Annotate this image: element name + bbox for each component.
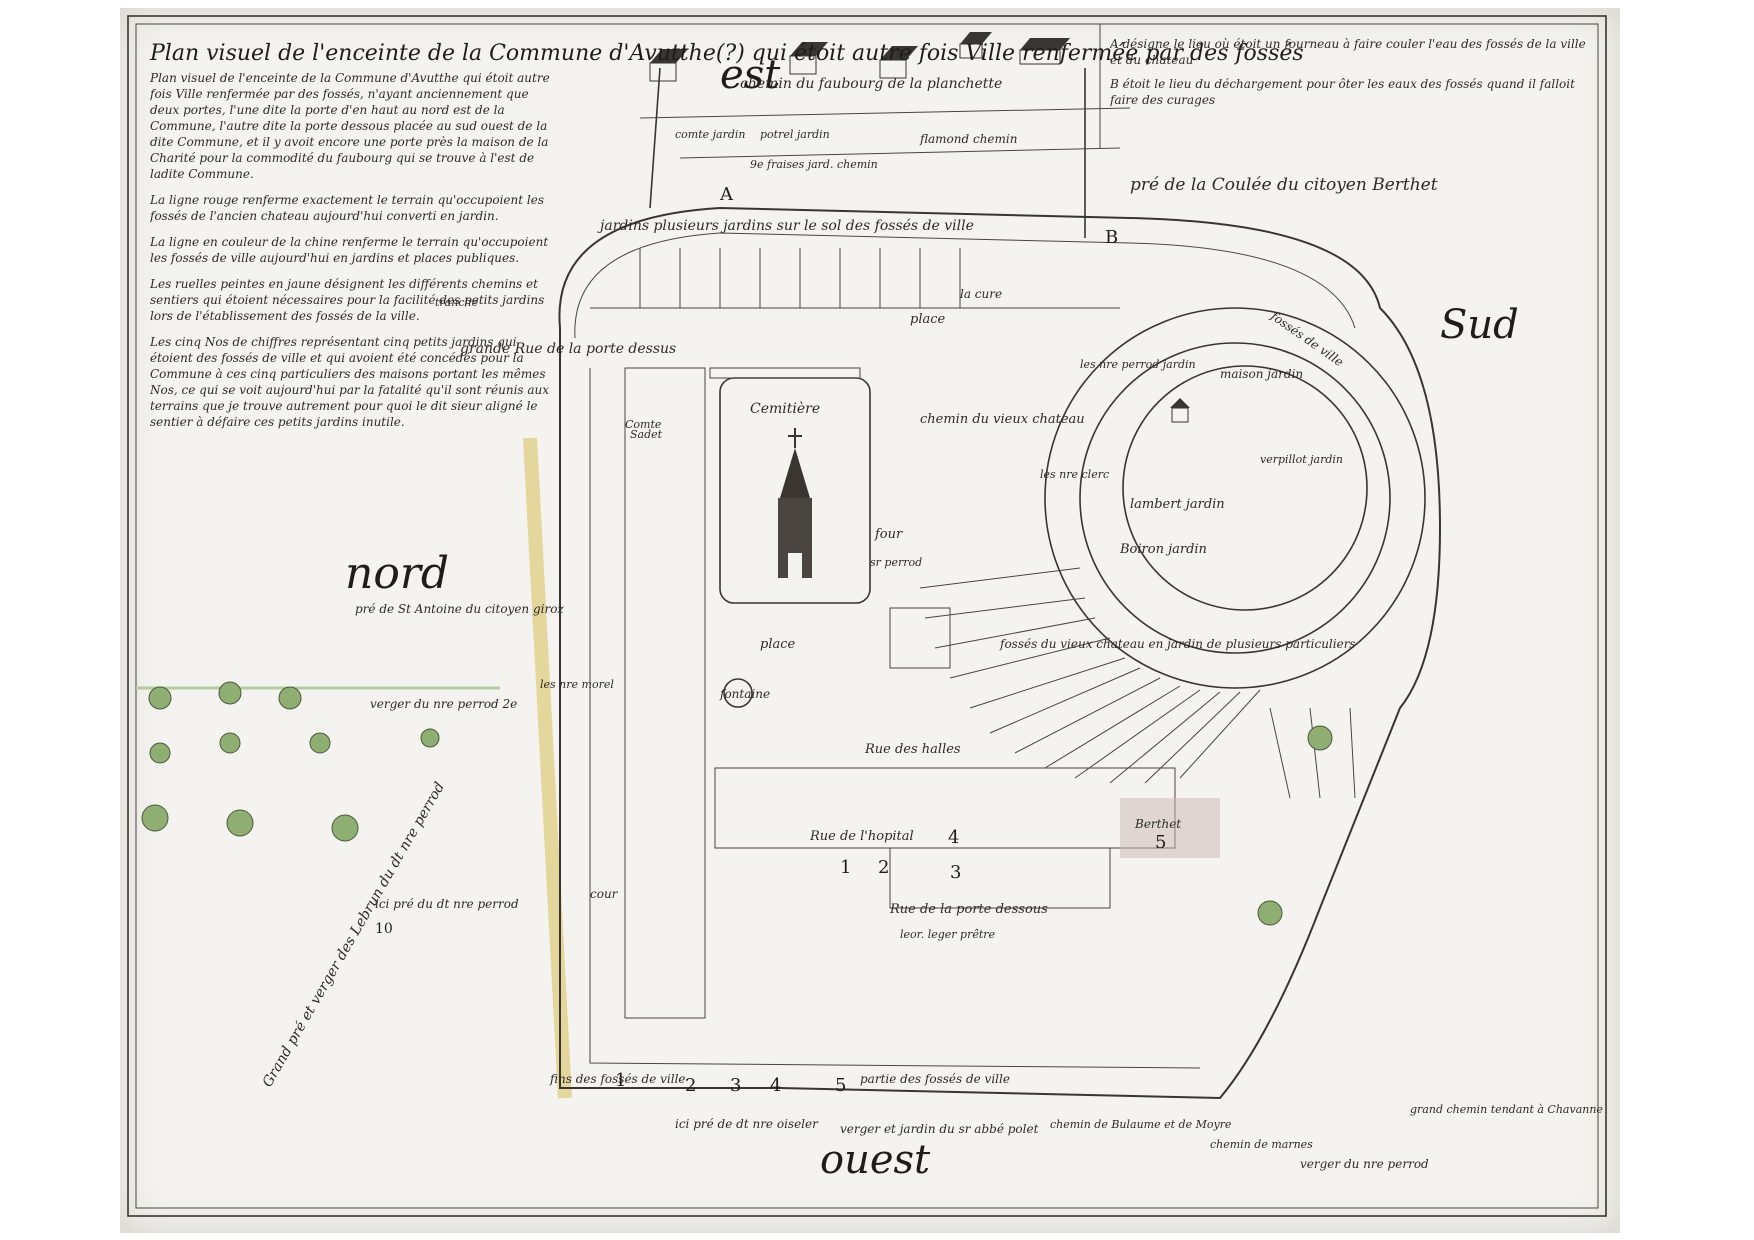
label-pre-antoine: pré de St Antoine du citoyen giroz (355, 602, 564, 616)
faubourg-row-2 (679, 147, 1121, 159)
label-rue-porte-dessous: Rue de la porte dessous (889, 902, 1048, 917)
label-four: four (874, 527, 903, 542)
castle-inner-ring (1122, 365, 1368, 611)
label-rue-hopital: Rue de l'hopital (809, 829, 914, 844)
label-partie-fosses: partie des fossés de ville (860, 1072, 1010, 1086)
label-chemin-marnes: chemin de marnes (1210, 1138, 1313, 1151)
keys-box: A désigne le lieu où étoit un fourneau à… (1110, 37, 1586, 107)
label-chemin-bulaume: chemin de Bulaume et de Moyre (1050, 1118, 1232, 1131)
label-verger-perrod: verger du nre perrod 2e (370, 697, 517, 711)
faubourg-row (639, 107, 1131, 119)
church (778, 428, 812, 578)
faubourg-houses (649, 32, 1070, 82)
label-place-north: place (910, 312, 946, 327)
label-lambert: lambert jardin (1130, 497, 1225, 512)
label-maison: maison jardin (1220, 367, 1303, 381)
numbered-plots: 1 2 3 4 5 1 2 3 4 5 (615, 827, 1166, 1096)
legend-para-5: Les cinq Nos de chiffres représentant ci… (150, 335, 550, 429)
house-number-4: 4 (948, 827, 959, 848)
label-verger-perrod-2: verger du nre perrod (1300, 1157, 1429, 1171)
top-garden-strips (590, 248, 1120, 309)
house-number-3: 3 (950, 862, 961, 883)
plot-number-5: 5 (835, 1075, 846, 1096)
label-grande-rue: grande Rue de la porte dessus (460, 341, 676, 357)
key-a: A désigne le lieu où étoit un fourneau à… (1110, 37, 1586, 67)
north-street-edge (709, 367, 861, 379)
compass-sud: Sud (1440, 302, 1519, 348)
faubourg-road-left (649, 67, 661, 209)
label-berthet: Berthet (1134, 817, 1181, 831)
numbered-houses (889, 847, 1111, 909)
plot-number-3: 3 (730, 1075, 741, 1096)
town-plan: Plan visuel de l'enceinte de la Commune … (127, 15, 1607, 1217)
label-sr-perrod: sr perrod (870, 556, 922, 569)
label-num-10: 10 (375, 921, 393, 937)
label-comte-jardin: comte jardin (675, 128, 746, 141)
label-fosses-top: jardins plusieurs jardins sur le sol des… (597, 218, 974, 234)
label-clerc: les nre clerc (1040, 468, 1109, 481)
label-perrod: les nre perrod jardin (1080, 358, 1196, 371)
label-pre-coulee: pré de la Coulée du citoyen Berthet (1130, 175, 1438, 195)
plot-number-2: 2 (685, 1075, 696, 1096)
label-chemin-faubourg: chemin du faubourg de la planchette (740, 76, 1002, 92)
label-fontaine: fontaine (719, 687, 770, 701)
label-flamond: flamond chemin (919, 132, 1017, 146)
se-wall-strips (1269, 707, 1356, 799)
marker-b: B (1105, 227, 1118, 248)
label-potrel: potrel jardin (760, 128, 830, 141)
legend-para-2: La ligne rouge renferme exactement le te… (150, 193, 544, 223)
hospital-row (714, 767, 1176, 849)
label-leger: leor. leger prêtre (900, 928, 996, 941)
label-cour: cour (590, 887, 619, 901)
label-verpillet: verpillot jardin (1260, 453, 1343, 466)
orchard (136, 681, 1333, 926)
inner-ditch-top (574, 232, 1356, 339)
label-tranche: tranche (435, 296, 479, 309)
house-number-5: 5 (1155, 832, 1166, 853)
compass-est: est (720, 52, 781, 98)
castle-middle-ring (1079, 342, 1391, 654)
label-comte: Comte (625, 418, 662, 431)
berthet-house (1120, 798, 1220, 858)
label-lacure: la cure (960, 287, 1002, 301)
label-chemin-vieux-chateau: chemin du vieux chateau (920, 412, 1085, 427)
label-grand-chemin: grand chemin tendant à Chavanne (1410, 1103, 1603, 1116)
fountain-place (889, 607, 951, 669)
label-place: place (760, 637, 796, 652)
label-boiron: Boiron jardin (1119, 542, 1207, 557)
label-cimetiere: Cemitière (750, 401, 820, 417)
label-fosses-bottom: fins des fossés de ville (549, 1072, 686, 1086)
legend-para-3: La ligne en couleur de la chine renferme… (150, 235, 549, 265)
label-rue-halles: Rue des halles (864, 742, 961, 757)
outer-frame (127, 15, 1607, 1217)
inner-ditch-west (589, 368, 1201, 1069)
legend-paragraphs: Plan visuel de l'enceinte de la Commune … (150, 71, 550, 429)
plot-number-4: 4 (770, 1075, 781, 1096)
house-number-1: 1 (840, 857, 851, 878)
plan-title: Plan visuel de l'enceinte de la Commune … (149, 41, 1304, 66)
inner-frame (135, 23, 1599, 1209)
key-b: B étoit le lieu du déchargement pour ôte… (1110, 77, 1575, 107)
label-chemin-fraises: 9e fraises jard. chemin (750, 158, 878, 171)
house-number-2: 2 (878, 857, 889, 878)
label-pre-oiseler: ici pré de dt nre oiseler (675, 1117, 819, 1131)
label-jardin-plusieurs: fossés du vieux chateau en jardin de plu… (999, 637, 1356, 651)
legend-para-1: Plan visuel de l'enceinte de la Commune … (150, 71, 550, 181)
marker-a: A (719, 184, 734, 205)
label-verger-abbe: verger et jardin du sr abbé polet (840, 1122, 1039, 1136)
compass-nord: nord (345, 548, 449, 599)
castle-outer-ring (1044, 307, 1426, 689)
legend-para-4: Les ruelles peintes en jaune désignent l… (150, 277, 545, 323)
compass-ouest: ouest (820, 1137, 931, 1183)
plot-number-1: 1 (615, 1070, 626, 1091)
label-morel: les nre morel (540, 678, 614, 691)
fountain-icon (723, 678, 753, 708)
radiating-garden-strips (919, 567, 1261, 784)
map-sheet: Plan visuel de l'enceinte de la Commune … (120, 8, 1620, 1233)
outer-wall-line (558, 206, 1442, 1100)
label-pre-perrod: ici pré du dt nre perrod (375, 897, 519, 911)
label-sadet: Sadet (630, 428, 663, 441)
chapel-icon (1170, 398, 1190, 423)
west-houses-strip (624, 367, 706, 1019)
